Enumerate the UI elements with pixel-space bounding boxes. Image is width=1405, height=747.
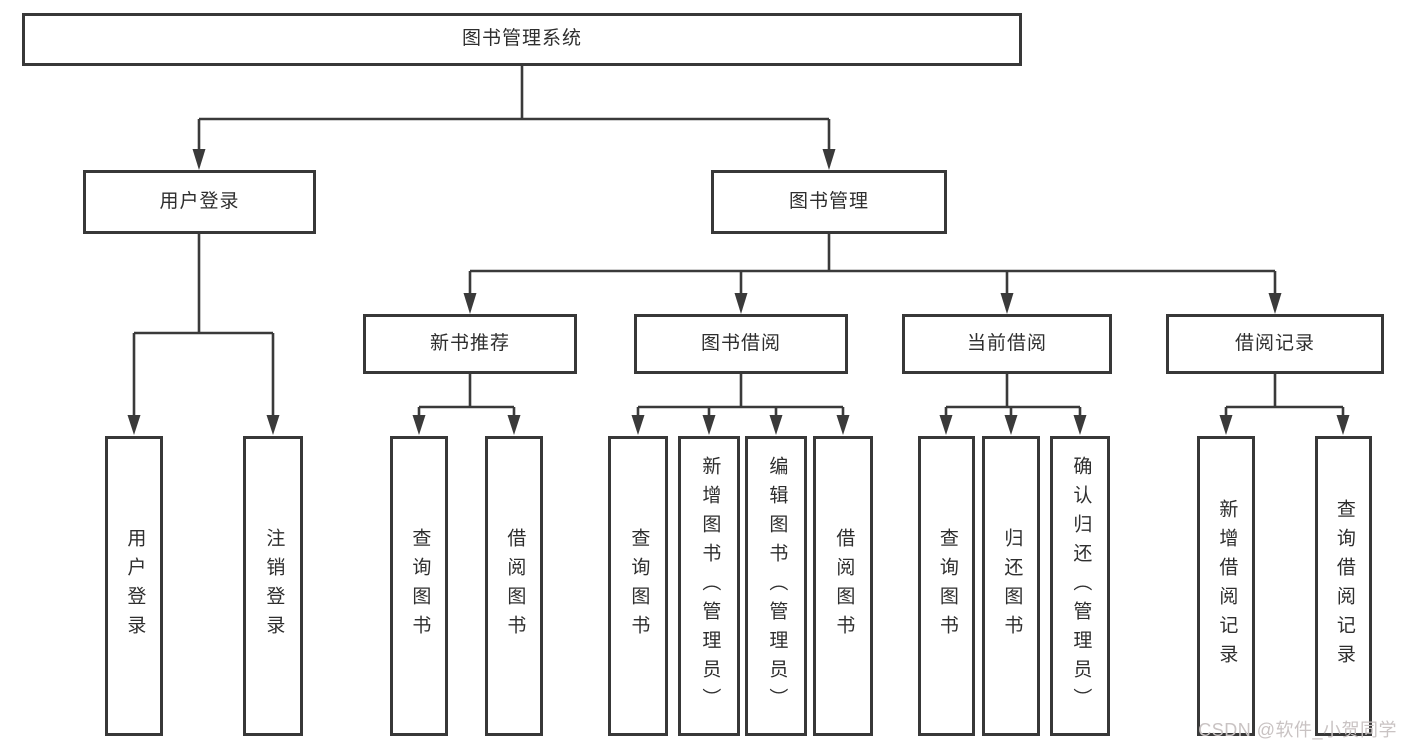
connector-root-to-level1	[192, 66, 836, 170]
leaf-query-borrow-record: 查询借阅记录	[1315, 436, 1372, 736]
connector-borrow-records-children	[1219, 374, 1350, 435]
arrowhead-down-icon	[1000, 293, 1014, 314]
connector-line	[197, 66, 831, 151]
connector-book-borrow-children	[631, 374, 850, 435]
arrowhead-down-icon	[769, 415, 783, 435]
arrowhead-down-icon	[702, 415, 716, 435]
csdn-watermark: CSDN @软件_小贺同学	[1198, 720, 1397, 740]
arrowhead-down-icon	[127, 415, 141, 435]
node-borrow-records: 借阅记录	[1166, 314, 1384, 374]
connector-line	[468, 234, 1277, 296]
connector-current-borrow-children	[939, 374, 1087, 435]
arrowhead-down-icon	[734, 293, 748, 314]
leaf-add-book-admin: 新增图书（管理员）	[678, 436, 740, 736]
connector-new-book-recommend-children	[412, 374, 521, 435]
leaf-add-borrow-record: 新增借阅记录	[1197, 436, 1255, 736]
arrowhead-down-icon	[463, 293, 477, 314]
arrowhead-down-icon	[822, 149, 836, 170]
arrowhead-down-icon	[412, 415, 426, 435]
node-book-management: 图书管理	[711, 170, 947, 234]
node-book-borrow: 图书借阅	[634, 314, 848, 374]
node-current-borrow: 当前借阅	[902, 314, 1112, 374]
node-root-library-system: 图书管理系统	[22, 13, 1022, 66]
arrowhead-down-icon	[266, 415, 280, 435]
arrowhead-down-icon	[631, 415, 645, 435]
leaf-borrow-books-recommend: 借阅图书	[485, 436, 543, 736]
arrowhead-down-icon	[192, 149, 206, 170]
connector-line	[417, 374, 516, 417]
arrowhead-down-icon	[1073, 415, 1087, 435]
leaf-borrow-books: 借阅图书	[813, 436, 873, 736]
arrowhead-down-icon	[507, 415, 521, 435]
arrowhead-down-icon	[1336, 415, 1350, 435]
leaf-return-book: 归还图书	[982, 436, 1040, 736]
leaf-user-login: 用户登录	[105, 436, 163, 736]
leaf-logout: 注销登录	[243, 436, 303, 736]
arrowhead-down-icon	[1219, 415, 1233, 435]
arrowhead-down-icon	[1004, 415, 1018, 435]
leaf-query-books-recommend: 查询图书	[390, 436, 448, 736]
connector-line	[944, 374, 1082, 417]
connector-line	[132, 234, 275, 417]
leaf-query-books-borrow: 查询图书	[608, 436, 668, 736]
node-new-book-recommend: 新书推荐	[363, 314, 577, 374]
leaf-edit-book-admin: 编辑图书（管理员）	[745, 436, 807, 736]
leaf-query-books-current: 查询图书	[918, 436, 975, 736]
connector-line	[636, 374, 845, 417]
arrowhead-down-icon	[939, 415, 953, 435]
connector-user-login-children	[127, 234, 280, 435]
leaf-confirm-return-admin: 确认归还（管理员）	[1050, 436, 1110, 736]
connector-line	[1224, 374, 1345, 417]
node-user-login: 用户登录	[83, 170, 316, 234]
arrowhead-down-icon	[1268, 293, 1282, 314]
connector-book-management-children	[463, 234, 1282, 314]
arrowhead-down-icon	[836, 415, 850, 435]
